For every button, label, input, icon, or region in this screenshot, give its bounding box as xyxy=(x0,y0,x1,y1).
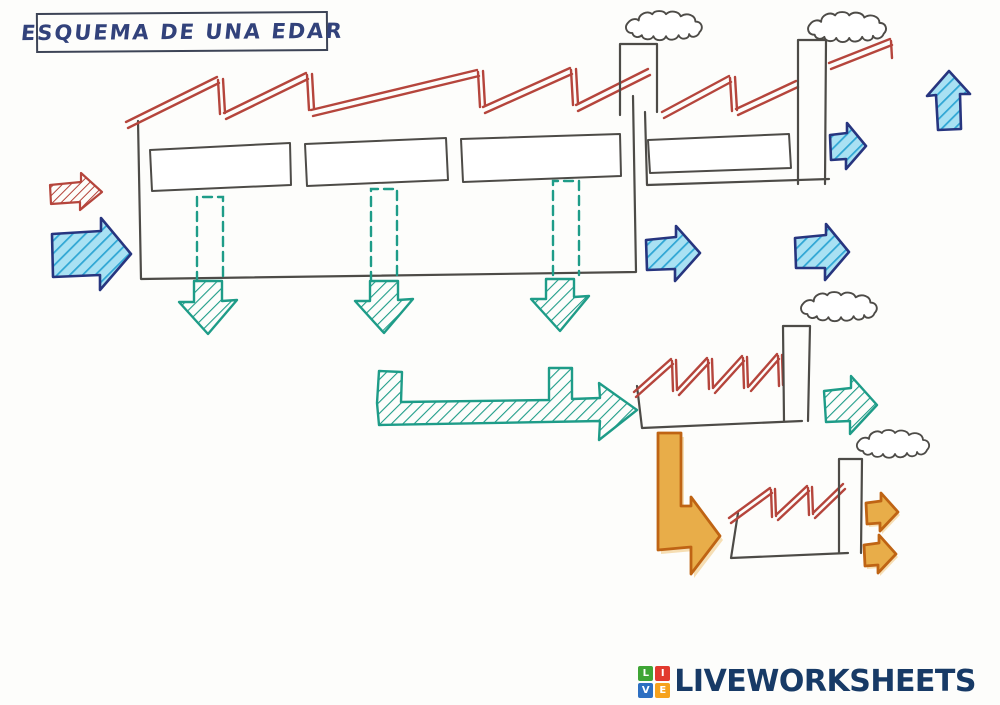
wing-walls xyxy=(643,110,831,187)
liveworksheets-wordmark: LIVEWORKSHEETS xyxy=(674,664,976,699)
building2-sawtooth-roof xyxy=(632,352,785,399)
settling-tank-3 xyxy=(460,133,622,183)
settling-tank-1 xyxy=(149,142,292,192)
main-treatment-building xyxy=(124,66,652,283)
main-building-sawtooth-roof xyxy=(124,66,652,130)
orange-output-arrow-2 xyxy=(862,533,898,575)
effluent-arrow-blue-2 xyxy=(793,222,851,282)
sludge-channel-1 xyxy=(195,195,225,283)
wing-tank xyxy=(647,133,792,174)
final-sludge-building xyxy=(727,429,930,560)
effluent-arrow-blue-1 xyxy=(644,224,702,283)
liveworksheets-icon: L I V E xyxy=(638,665,671,698)
building3-sawtooth-roof xyxy=(727,482,847,525)
chimney-left xyxy=(618,42,659,117)
chimneys xyxy=(618,10,887,186)
smoke-cloud-3 xyxy=(800,291,878,323)
influent-arrow-red xyxy=(48,171,104,212)
sludge-down-arrow-1 xyxy=(177,279,239,336)
logo-tile-e: E xyxy=(655,682,671,698)
liveworksheets-logo: L I V E LIVEWORKSHEETS xyxy=(638,664,976,699)
building3-walls xyxy=(729,511,850,560)
sludge-channel-2 xyxy=(369,187,399,283)
final-output-arrows-orange xyxy=(862,491,900,576)
main-building-walls xyxy=(136,94,638,281)
sludge-down-arrows xyxy=(177,277,591,336)
orange-elbow-arrow xyxy=(656,431,722,576)
logo-tile-i: I xyxy=(655,665,671,681)
sludge-down-arrow-3 xyxy=(529,277,591,333)
building2-walls xyxy=(635,384,804,430)
building3-chimney xyxy=(837,457,864,555)
wing-outlet-arrow-blue xyxy=(828,121,868,171)
sludge-collector-arrow xyxy=(375,366,639,442)
smoke-cloud-4 xyxy=(856,429,930,459)
building2-chimney xyxy=(781,324,812,423)
main-building-right-wing xyxy=(643,37,894,187)
exhaust-arrow-up-blue xyxy=(925,69,972,132)
sludge-channel-3 xyxy=(551,179,581,277)
logo-tile-l: L xyxy=(638,665,654,681)
logo-tile-v: V xyxy=(638,682,654,698)
settling-tank-2 xyxy=(304,137,449,187)
influent-arrow-blue xyxy=(50,216,133,292)
sludge-treatment-building xyxy=(632,291,878,430)
building2-outlet-arrow-teal xyxy=(822,374,879,436)
smoke-cloud-2 xyxy=(807,11,887,44)
wing-sawtooth-roof xyxy=(660,37,894,120)
sludge-down-arrow-2 xyxy=(353,279,415,335)
orange-output-arrow-1 xyxy=(864,491,900,533)
diagram-title: ESQUEMA DE UNA EDAR xyxy=(19,18,345,46)
sludge-elbow-arrow-orange xyxy=(656,431,723,578)
smoke-cloud-1 xyxy=(625,10,703,42)
chimney-right xyxy=(796,38,828,186)
diagram-title-box: ESQUEMA DE UNA EDAR xyxy=(19,10,345,54)
